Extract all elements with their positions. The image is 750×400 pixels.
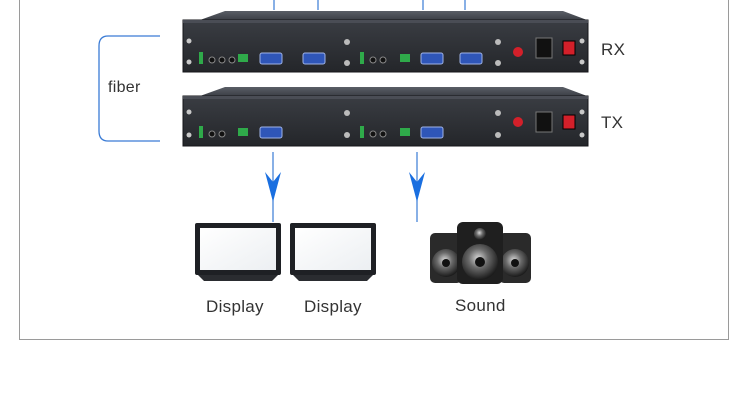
tx-power <box>513 111 576 133</box>
speaker-icon <box>430 222 531 284</box>
monitor-icon <box>290 223 376 281</box>
fiber-label: fiber <box>108 79 141 96</box>
rx-unit-icon <box>182 11 589 73</box>
tx-label: TX <box>601 113 624 132</box>
down-arrow-icon <box>265 152 281 222</box>
top-cables <box>273 0 466 10</box>
monitor-icon <box>195 223 281 281</box>
diagram-frame <box>19 0 729 340</box>
rx-module-1 <box>199 52 326 65</box>
rx-power <box>513 37 576 59</box>
display-label-1: Display <box>206 297 264 316</box>
tx-module-1 <box>199 126 283 139</box>
down-arrow-icon <box>409 152 425 222</box>
display-label-2: Display <box>304 297 362 316</box>
fiber-bracket <box>98 35 160 142</box>
tx-unit-icon <box>182 87 589 147</box>
rx-module-2 <box>360 52 483 65</box>
tx-module-2 <box>360 126 444 139</box>
sound-label: Sound <box>455 296 506 315</box>
rx-label: RX <box>601 40 626 59</box>
